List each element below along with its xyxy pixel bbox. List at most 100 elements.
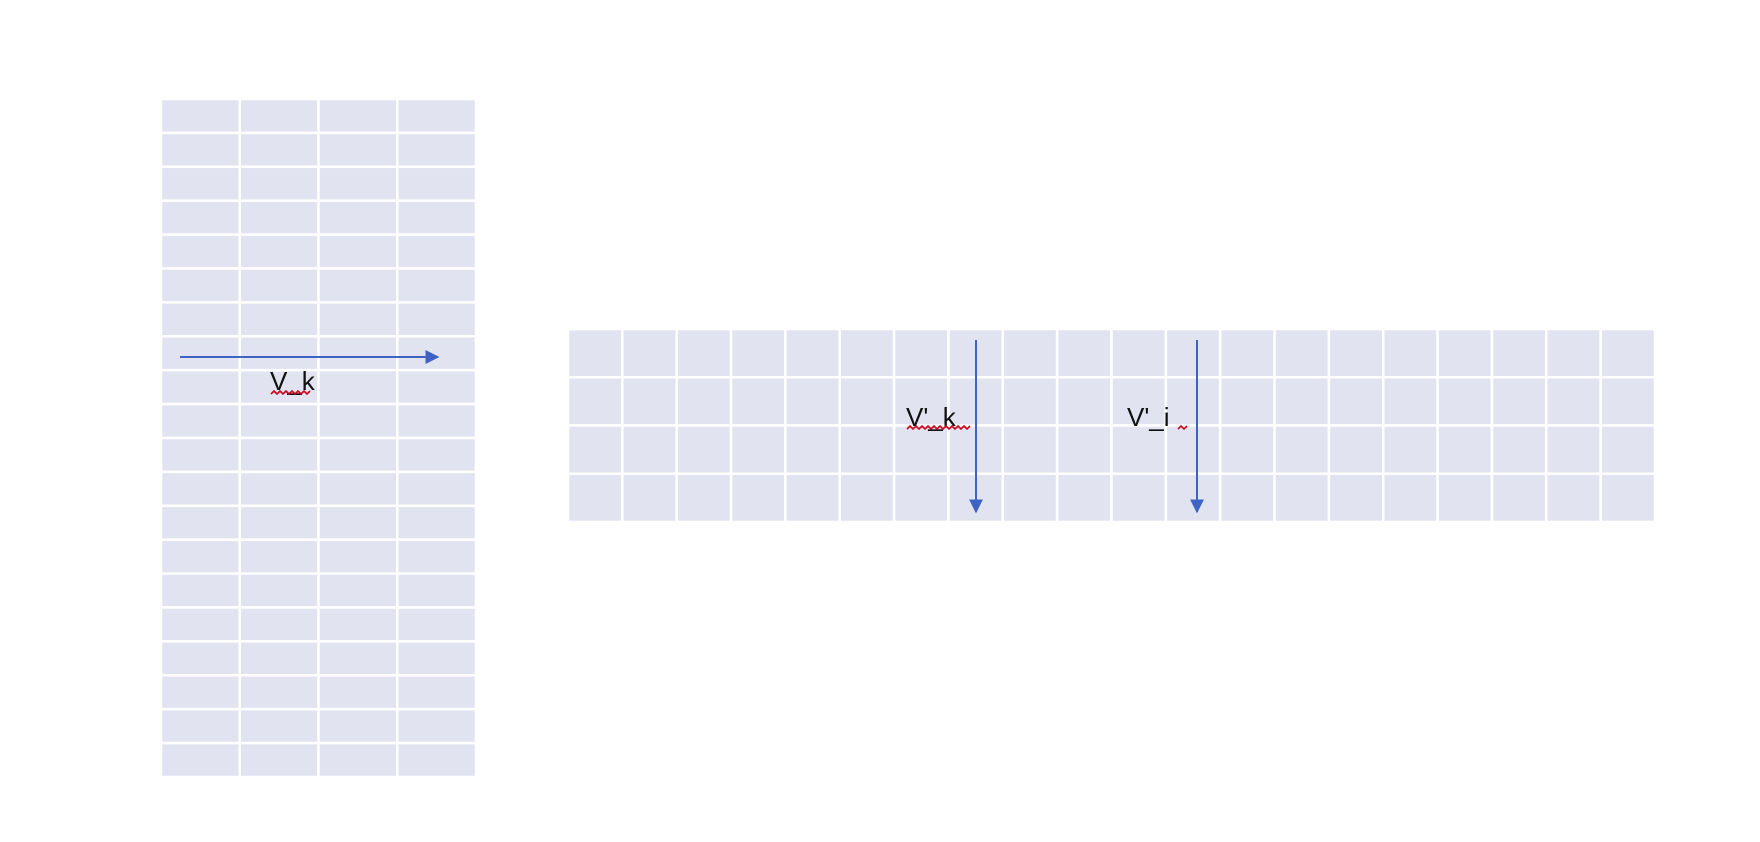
right-table-cell: [1001, 376, 1059, 427]
right-table-cell: [675, 327, 733, 379]
left-table-cell: [238, 233, 320, 270]
left-table-cell: [238, 267, 320, 304]
right-table-cell: [1055, 376, 1113, 427]
right-table-cell: [838, 424, 896, 475]
right-table-cell: [1001, 472, 1059, 524]
right-table-cell: [1382, 376, 1439, 427]
left-table-cell: [317, 267, 399, 304]
left-table-cell: [317, 538, 399, 575]
spellcheck-underline-vprime-k: [906, 424, 971, 431]
left-table-cell: [317, 368, 399, 406]
right-table-cell: [1218, 376, 1276, 427]
left-table-cell: [238, 402, 320, 440]
left-table-cell: [396, 335, 478, 372]
right-table-cell: [892, 424, 950, 475]
right-table-cell: [675, 376, 733, 427]
right-table-cell: [1599, 327, 1657, 379]
right-table-cell: [1273, 376, 1331, 427]
left-table-cell: [317, 131, 399, 169]
left-table-cell: [317, 572, 399, 609]
right-table-cell: [1055, 424, 1113, 475]
left-table-cell: [317, 301, 399, 338]
label-vprime-i: V'_i: [1127, 402, 1170, 432]
left-table-cell: [159, 402, 241, 440]
right-table-cell: [1273, 327, 1331, 379]
left-table-cell: [317, 335, 399, 372]
spellcheck-underline-vprime-i: [1177, 424, 1188, 431]
left-table-cell: [238, 674, 320, 711]
left-table-cell: [396, 606, 478, 643]
right-table-cell: [729, 424, 787, 475]
right-table-cell: [621, 424, 678, 475]
right-table-cell: [1490, 472, 1548, 524]
left-table-cell: [159, 233, 241, 270]
left-table-cell: [238, 165, 320, 202]
left-table-cell: [159, 504, 241, 541]
left-table-cell: [317, 165, 399, 202]
right-table-cell: [566, 472, 624, 524]
left-table-cell: [396, 707, 478, 745]
right-table-cell: [729, 376, 787, 427]
right-table-cell: [1110, 327, 1168, 379]
right-table-cell: [838, 376, 896, 427]
left-table-cell: [396, 470, 478, 508]
left-table-cell: [159, 199, 241, 236]
left-table-cell: [317, 674, 399, 711]
right-table-cell: [675, 472, 733, 524]
left-table-cell: [396, 538, 478, 575]
right-table-cell: [729, 327, 787, 379]
left-table-cell: [159, 368, 241, 406]
right-table-cell: [838, 327, 896, 379]
right-table-cell: [566, 424, 624, 475]
left-table-cell: [317, 199, 399, 236]
left-table-cell: [396, 267, 478, 304]
right-table-cell: [1055, 327, 1113, 379]
left-table-cell: [317, 640, 399, 677]
left-table-cell: [317, 606, 399, 643]
right-table-cell: [1218, 424, 1276, 475]
left-table-cell: [317, 707, 399, 745]
right-table-cell: [1164, 327, 1222, 379]
left-table-cell: [396, 368, 478, 406]
left-table-cell: [238, 707, 320, 745]
left-table: [159, 97, 478, 779]
left-table-cell: [396, 199, 478, 236]
right-table-cell: [784, 327, 842, 379]
left-table-cell: [317, 402, 399, 440]
left-table-cell: [317, 504, 399, 541]
left-table-cell: [159, 97, 241, 135]
right-table-cell: [1001, 327, 1059, 379]
left-table-cell: [238, 97, 320, 135]
left-table-cell: [159, 707, 241, 745]
right-table-cell: [1545, 376, 1602, 427]
right-table-cell: [1164, 424, 1222, 475]
left-table-cell: [159, 301, 241, 338]
right-table-cell: [1490, 376, 1548, 427]
left-table-cell: [159, 538, 241, 575]
left-table-cell: [396, 674, 478, 711]
right-table-cell: [1490, 327, 1548, 379]
left-table-cell: [238, 538, 320, 575]
right-table-cell: [892, 327, 950, 379]
right-table-cell: [1218, 327, 1276, 379]
left-table-cell: [238, 572, 320, 609]
left-table-cell: [159, 165, 241, 202]
left-table-cell: [238, 368, 320, 406]
right-table-cell: [1164, 472, 1222, 524]
left-table-cell: [396, 436, 478, 474]
left-table-cell: [238, 301, 320, 338]
right-table-cell: [1545, 424, 1602, 475]
right-table-cell: [621, 376, 678, 427]
right-table-cell: [1436, 472, 1494, 524]
left-table-cell: [159, 436, 241, 474]
right-table-cell: [566, 376, 624, 427]
left-table-cell: [159, 741, 241, 779]
left-table-cell: [238, 199, 320, 236]
left-table-cell: [396, 572, 478, 609]
left-table-cell: [396, 131, 478, 169]
right-table-cell: [1545, 327, 1602, 379]
left-table-cell: [159, 335, 241, 372]
left-table-cell: [159, 674, 241, 711]
